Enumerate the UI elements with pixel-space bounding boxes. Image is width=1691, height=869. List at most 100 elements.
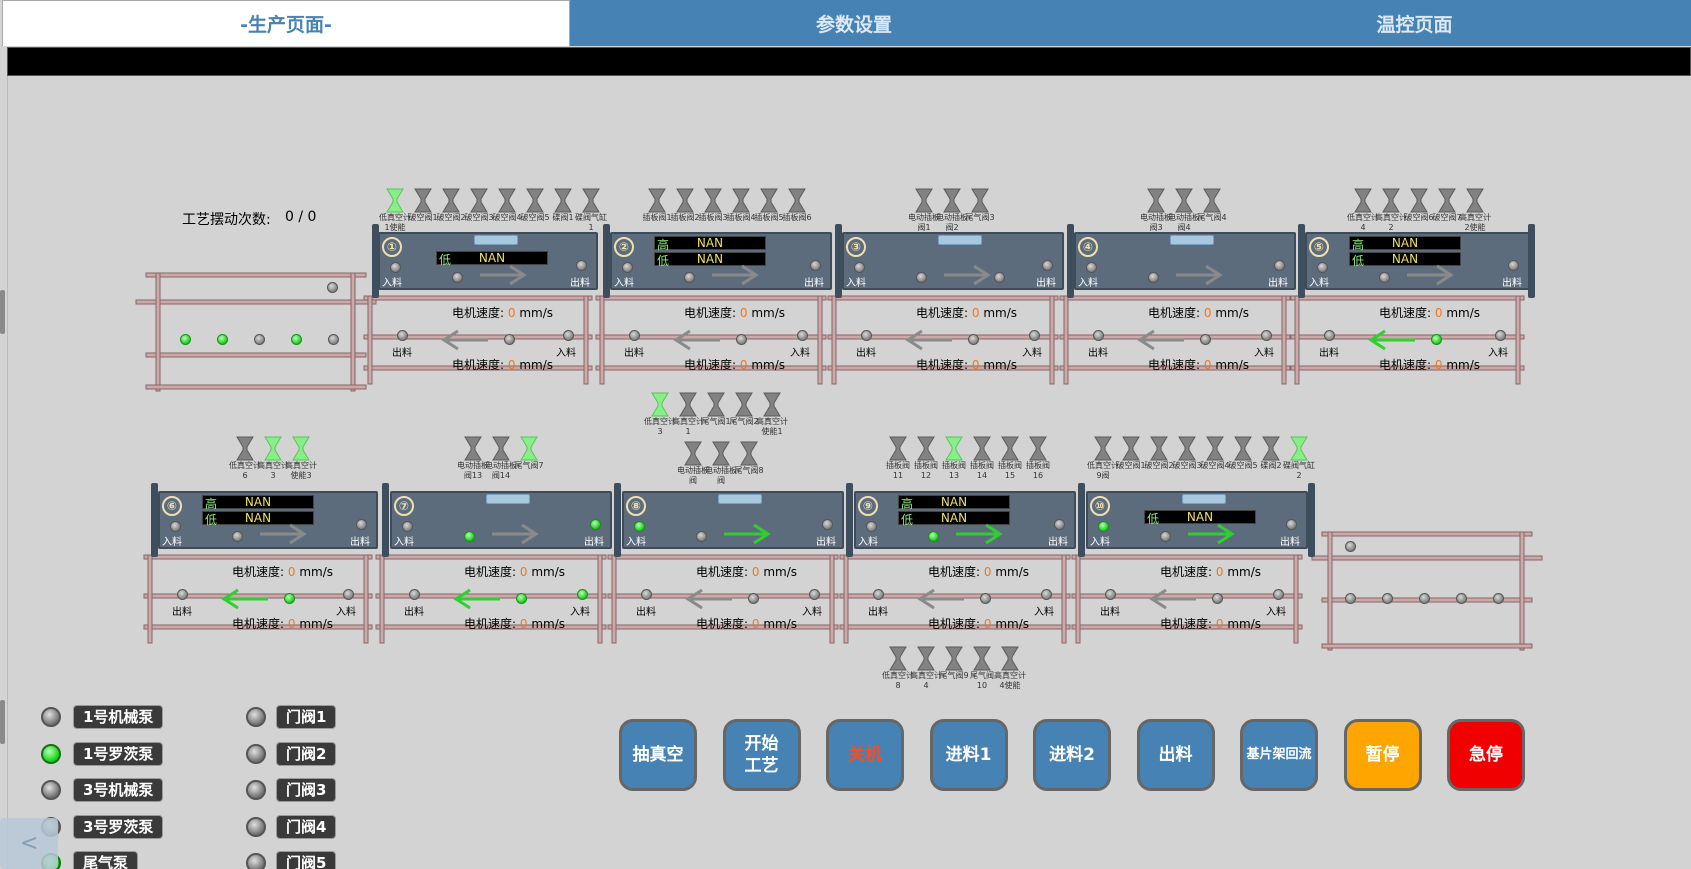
valve-icon[interactable] [971, 188, 989, 213]
valve-label: 低真空计3 [644, 417, 676, 436]
valve-icon[interactable] [1029, 436, 1047, 461]
speed-label: 电机速度: [452, 306, 505, 320]
valve-icon[interactable] [414, 188, 432, 213]
valve-icon[interactable] [1290, 436, 1308, 461]
gate-valve-toggle-4[interactable]: 门阀4 [276, 814, 337, 839]
tab-production[interactable]: -生产页面- [2, 0, 570, 46]
valve-icon[interactable] [1382, 188, 1400, 213]
start-process-button[interactable]: 开始 工艺 [722, 719, 801, 791]
tab-parameters[interactable]: 参数设置 [570, 0, 1138, 46]
valve-icon[interactable] [917, 436, 935, 461]
valve-label: 破空阀4 [1200, 461, 1230, 470]
gate-valve-toggle-3[interactable]: 门阀3 [276, 778, 337, 802]
valve-icon[interactable] [943, 188, 961, 213]
valve-icon[interactable] [651, 392, 669, 417]
chamber-flange [1308, 483, 1315, 557]
valve-icon[interactable] [520, 436, 538, 461]
valve-icon[interactable] [492, 436, 510, 461]
valve-icon[interactable] [648, 188, 666, 213]
valve-icon[interactable] [1001, 436, 1019, 461]
valve-icon[interactable] [915, 188, 933, 213]
valve-icon[interactable] [386, 188, 404, 213]
valve-icon[interactable] [1175, 188, 1193, 213]
valve-icon[interactable] [554, 188, 572, 213]
speed-label: 电机速度: [684, 358, 737, 372]
scroll-left-button[interactable]: < [0, 818, 58, 869]
chamber-number: ② [614, 237, 634, 257]
valve-icon[interactable] [1147, 188, 1165, 213]
valve-icon[interactable] [470, 188, 488, 213]
valve-icon[interactable] [679, 392, 697, 417]
valve-icon[interactable] [526, 188, 544, 213]
valve-icon[interactable] [498, 188, 516, 213]
speed-unit: mm/s [1446, 306, 1480, 320]
outlet-label: 出料 [804, 278, 824, 289]
chamber-number: ④ [1078, 237, 1098, 257]
feed-1-button[interactable]: 进料1 [929, 719, 1008, 791]
outlet-sensor-led [590, 519, 601, 530]
pump-toggle-2[interactable]: 1号罗茨泵 [73, 741, 164, 766]
valve-icon[interactable] [1410, 188, 1428, 213]
pause-button[interactable]: 暂停 [1343, 719, 1422, 791]
valve-icon[interactable] [582, 188, 600, 213]
valve-icon[interactable] [889, 436, 907, 461]
valve-icon[interactable] [676, 188, 694, 213]
valve-icon[interactable] [973, 646, 991, 671]
valve-icon[interactable] [973, 436, 991, 461]
valve-icon[interactable] [945, 646, 963, 671]
valve-icon[interactable] [1178, 436, 1196, 461]
valve-icon[interactable] [464, 436, 482, 461]
valve-icon[interactable] [740, 441, 758, 466]
valve-icon[interactable] [1206, 436, 1224, 461]
pump-toggle-4[interactable]: 3号罗茨泵 [73, 814, 164, 839]
valve-icon[interactable] [735, 392, 753, 417]
buffer-rail [145, 352, 367, 358]
valve-icon[interactable] [712, 441, 730, 466]
valve-icon[interactable] [763, 392, 781, 417]
valve-icon[interactable] [684, 441, 702, 466]
valve-icon[interactable] [1001, 646, 1019, 671]
valve-icon[interactable] [1122, 436, 1140, 461]
valve-icon[interactable] [1438, 188, 1456, 213]
side-marker [0, 700, 5, 744]
feed-2-button[interactable]: 进料2 [1033, 719, 1111, 791]
valve-icon[interactable] [236, 436, 254, 461]
valve-icon[interactable] [1234, 436, 1252, 461]
position-sensor-led [1148, 272, 1159, 283]
shutdown-button[interactable]: 关机 [826, 719, 904, 791]
buffer-slot-led [1419, 593, 1430, 604]
pump-toggle-3[interactable]: 3号机械泵 [73, 778, 164, 802]
gate-valve-toggle-1[interactable]: 门阀1 [276, 705, 337, 729]
valve-label: 低真空计8 [882, 671, 914, 690]
valve-icon[interactable] [788, 188, 806, 213]
valve-icon[interactable] [732, 188, 750, 213]
vacuum-button[interactable]: 抽真空 [619, 719, 697, 791]
valve-icon[interactable] [1262, 436, 1280, 461]
bottom-outlet-led [1324, 330, 1335, 341]
inlet-label: 入料 [858, 537, 878, 548]
emergency-stop-button[interactable]: 急停 [1447, 719, 1525, 791]
gate-valve-toggle-2[interactable]: 门阀2 [276, 741, 337, 766]
valve-icon[interactable] [292, 436, 310, 461]
valve-icon[interactable] [264, 436, 282, 461]
discharge-button[interactable]: 出料 [1136, 719, 1215, 791]
valve-icon[interactable] [1354, 188, 1372, 213]
gate-valve-toggle-5[interactable]: 门阀5 [276, 851, 337, 869]
tab-temperature[interactable]: 温控页面 [1138, 0, 1691, 46]
valve-icon[interactable] [707, 392, 725, 417]
valve-icon[interactable] [945, 436, 963, 461]
valve-icon[interactable] [1466, 188, 1484, 213]
rack-return-button[interactable]: 基片架回流 [1240, 719, 1318, 791]
valve-icon[interactable] [1094, 436, 1112, 461]
valve-icon[interactable] [760, 188, 778, 213]
valve-icon[interactable] [889, 646, 907, 671]
valve-icon[interactable] [1203, 188, 1221, 213]
pump-toggle-5[interactable]: 尾气泵 [73, 851, 139, 869]
valve-icon[interactable] [917, 646, 935, 671]
valve-icon[interactable] [442, 188, 460, 213]
valve-icon[interactable] [1150, 436, 1168, 461]
pump-toggle-1[interactable]: 1号机械泵 [73, 705, 164, 729]
bottom-inlet-label: 入料 [570, 607, 590, 618]
valve-icon[interactable] [704, 188, 722, 213]
